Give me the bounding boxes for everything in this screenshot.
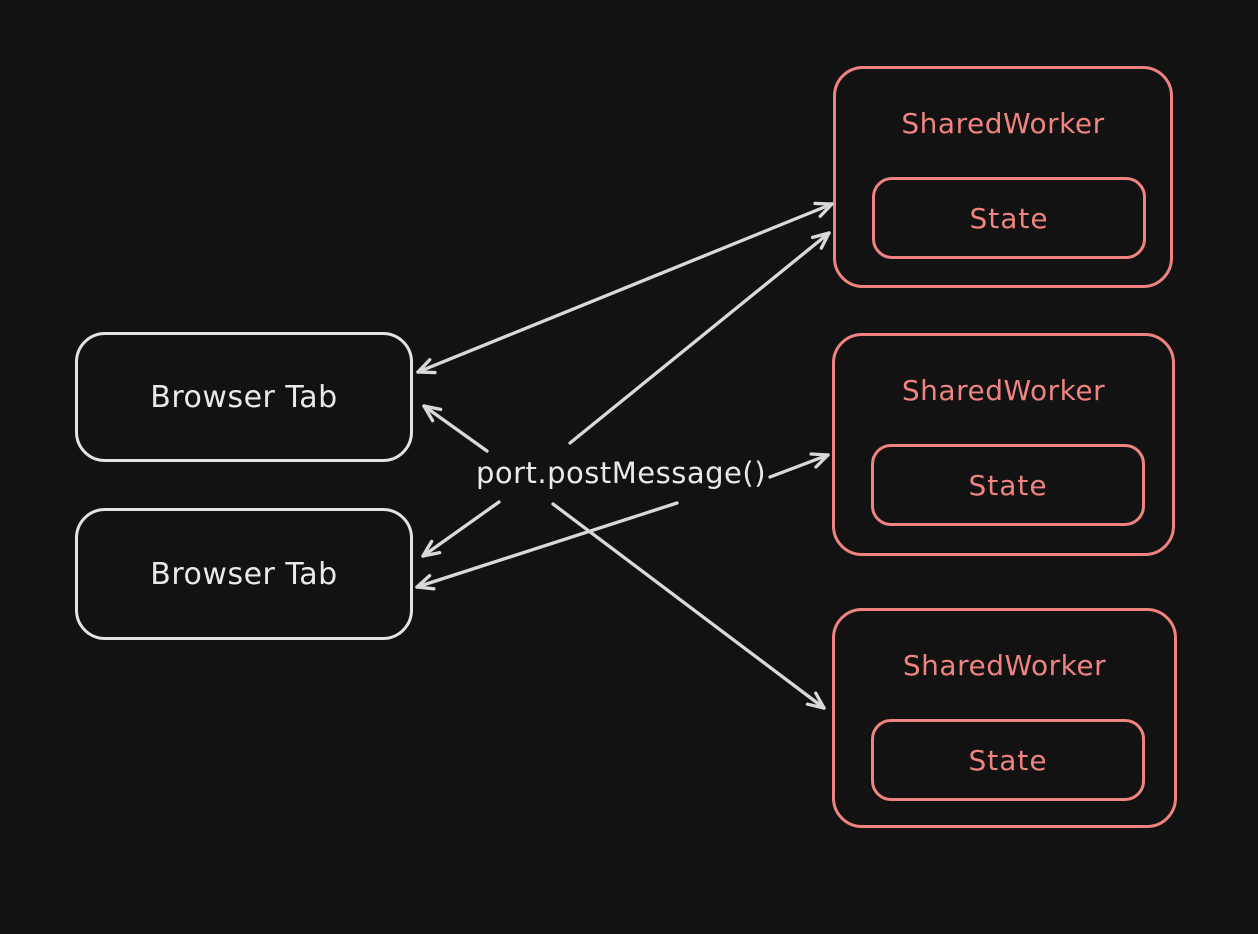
arrow-port-postmessage-to-shared-worker-3 bbox=[551, 502, 826, 710]
shared-worker-1-state-label: State bbox=[969, 201, 1049, 235]
arrow-port-postmessage-to-browser-tab-1 bbox=[422, 404, 489, 453]
arrow-browser-tab-1-to-shared-worker-1 bbox=[416, 202, 834, 374]
arrow-port-postmessage-to-shared-worker-2-head-1 bbox=[809, 452, 830, 457]
arrow-browser-tab-1-to-shared-worker-1-head-1 bbox=[813, 201, 834, 206]
browser-tab-2-label: Browser Tab bbox=[150, 556, 338, 592]
shared-worker-2-label: SharedWorker bbox=[901, 374, 1106, 407]
shared-worker-3-node: SharedWorker State bbox=[832, 608, 1177, 828]
shared-worker-3-label: SharedWorker bbox=[902, 649, 1107, 682]
arrow-port-postmessage-to-shared-worker-1-head-1 bbox=[810, 231, 831, 240]
port-postmessage-label: port.postMessage() bbox=[475, 456, 767, 490]
arrow-port-postmessage-to-browser-tab-2 bbox=[415, 501, 679, 589]
shared-worker-2-node: SharedWorker State bbox=[832, 333, 1175, 556]
arrow-port-postmessage-to-shared-worker-2-head-0 bbox=[814, 453, 830, 469]
arrow-port-postmessage-to-browser-tab-2-head-1 bbox=[421, 551, 442, 558]
arrow-port-postmessage-to-browser-tab-2-head-0 bbox=[421, 539, 434, 558]
arrow-browser-tab-1-to-shared-worker-1-head-0 bbox=[818, 202, 834, 218]
browser-tab-1-label: Browser Tab bbox=[150, 379, 338, 415]
browser-tab-2-node: Browser Tab bbox=[75, 508, 413, 640]
arrow-port-postmessage-to-browser-tab-2-head-1 bbox=[415, 585, 436, 591]
shared-worker-2-state-label: State bbox=[968, 468, 1048, 502]
browser-tab-1-node: Browser Tab bbox=[75, 332, 413, 462]
arrow-port-postmessage-to-shared-worker-3-head-0 bbox=[805, 702, 826, 710]
arrow-port-postmessage-to-browser-tab-1-head-1 bbox=[422, 404, 435, 423]
arrow-port-postmessage-to-browser-tab-2 bbox=[421, 500, 501, 558]
shared-worker-1-state-node: State bbox=[872, 177, 1146, 259]
shared-worker-3-state-node: State bbox=[871, 719, 1145, 801]
arrow-port-postmessage-to-browser-tab-1-head-0 bbox=[422, 404, 443, 412]
shared-worker-1-node: SharedWorker State bbox=[833, 66, 1173, 288]
arrow-port-postmessage-to-shared-worker-3-head-1 bbox=[814, 691, 826, 710]
arrow-port-postmessage-to-shared-worker-1 bbox=[568, 231, 831, 445]
arrow-port-postmessage-to-shared-worker-1-head-0 bbox=[819, 231, 831, 250]
arrow-port-postmessage-to-browser-tab-2-head-0 bbox=[415, 573, 432, 589]
shared-worker-1-label: SharedWorker bbox=[901, 107, 1105, 140]
arrow-browser-tab-1-to-shared-worker-1-start-head-1 bbox=[416, 370, 437, 375]
shared-worker-2-state-node: State bbox=[871, 444, 1145, 526]
arrow-browser-tab-1-to-shared-worker-1-start-head-0 bbox=[416, 358, 432, 374]
shared-worker-3-state-label: State bbox=[968, 743, 1048, 777]
